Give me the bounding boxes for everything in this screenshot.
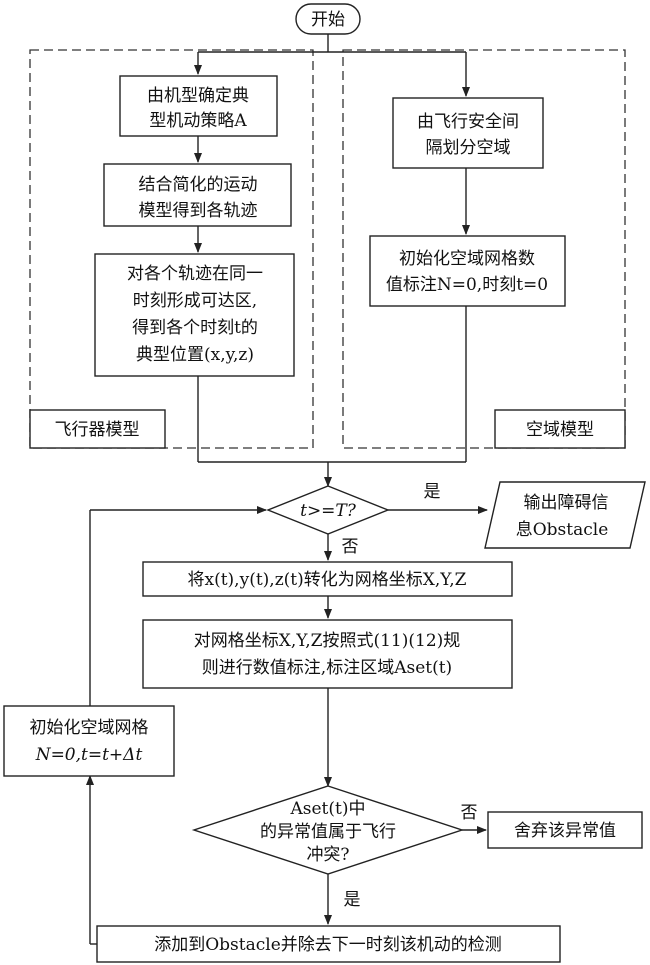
- convert-label: 将x(t),y(t),z(t)转化为网格坐标X,Y,Z: [188, 570, 467, 590]
- aircraft-step2-line1: 结合简化的运动: [139, 175, 258, 195]
- conflict-line2: 的异常值属于飞行: [260, 822, 396, 842]
- discard-box: 舍弃该异常值: [487, 811, 643, 849]
- mark-box: 对网格坐标X,Y,Z按照式(11)(12)规 则进行数值标注,标注区域Aset(…: [142, 619, 513, 689]
- add-obstacle-box: 添加到Obstacle并除去下一时刻该机动的检测: [96, 925, 561, 963]
- aircraft-step3-line4: 典型位置(x,y,z): [136, 345, 254, 365]
- aircraft-step3-line1: 对各个轨迹在同一: [127, 264, 263, 284]
- airspace-step2-line2: 值标注N=0,时刻t=0: [386, 275, 548, 295]
- aircraft-step3-line3: 得到各个时刻t的: [132, 318, 258, 338]
- aircraft-step1-box: 由机型确定典 型机动策略A: [119, 75, 278, 137]
- convert-box: 将x(t),y(t),z(t)转化为网格坐标X,Y,Z: [142, 561, 513, 597]
- airspace-model-group: [342, 49, 626, 449]
- airspace-step2-line1: 初始化空域网格数: [399, 249, 535, 269]
- airspace-step1-box: 由飞行安全间 隔划分空域: [392, 97, 544, 169]
- reinit-box: 初始化空域网格 N=0,t=t+Δt: [3, 705, 175, 777]
- airspace-step1-line2: 隔划分空域: [426, 138, 511, 158]
- discard-label: 舍弃该异常值: [514, 821, 616, 841]
- aircraft-step3-line2: 时刻形成可达区,: [133, 291, 257, 311]
- aircraft-step1-line1: 由机型确定典: [147, 86, 249, 106]
- aircraft-model-label-box: 飞行器模型: [29, 409, 166, 449]
- airspace-model-label-box: 空域模型: [494, 409, 626, 449]
- reinit-line2: N=0,t=t+Δt: [35, 745, 143, 765]
- aircraft-step3-box: 对各个轨迹在同一 时刻形成可达区, 得到各个时刻t的 典型位置(x,y,z): [94, 253, 295, 377]
- output-line2: 息Obstacle: [516, 520, 609, 540]
- decision-time: t>=T?: [266, 485, 390, 535]
- no-label-conflict: 否: [461, 803, 478, 823]
- reinit-line1: 初始化空域网格: [30, 718, 149, 738]
- no-label-time: 否: [342, 537, 359, 557]
- airspace-model-label: 空域模型: [526, 420, 594, 440]
- output-line1: 输出障碍信: [524, 493, 609, 513]
- output-obstacle: 输出障碍信 息Obstacle: [484, 481, 646, 549]
- aircraft-step2-box: 结合简化的运动 模型得到各轨迹: [103, 163, 292, 227]
- yes-label-time: 是: [424, 482, 441, 502]
- mark-line2: 则进行数值标注,标注区域Aset(t): [202, 658, 452, 678]
- start-terminal: 开始: [295, 3, 361, 35]
- yes-label-conflict: 是: [344, 890, 361, 910]
- conflict-line1: Aset(t)中: [290, 799, 366, 819]
- airspace-step1-line1: 由飞行安全间: [417, 112, 519, 132]
- decision-time-label: t>=T?: [300, 501, 357, 521]
- aircraft-step1-line2: 型机动策略A: [149, 111, 247, 131]
- conflict-line3: 冲突?: [306, 845, 349, 865]
- start-label: 开始: [311, 10, 345, 30]
- mark-line1: 对网格坐标X,Y,Z按照式(11)(12)规: [194, 631, 461, 651]
- decision-conflict: Aset(t)中 的异常值属于飞行 冲突?: [191, 785, 465, 875]
- add-label: 添加到Obstacle并除去下一时刻该机动的检测: [154, 935, 502, 955]
- aircraft-step2-line2: 模型得到各轨迹: [139, 201, 258, 221]
- airspace-step2-box: 初始化空域网格数 值标注N=0,时刻t=0: [369, 235, 566, 307]
- aircraft-model-group: [29, 49, 314, 449]
- aircraft-model-label: 飞行器模型: [55, 420, 140, 440]
- connectors: [86, 34, 488, 945]
